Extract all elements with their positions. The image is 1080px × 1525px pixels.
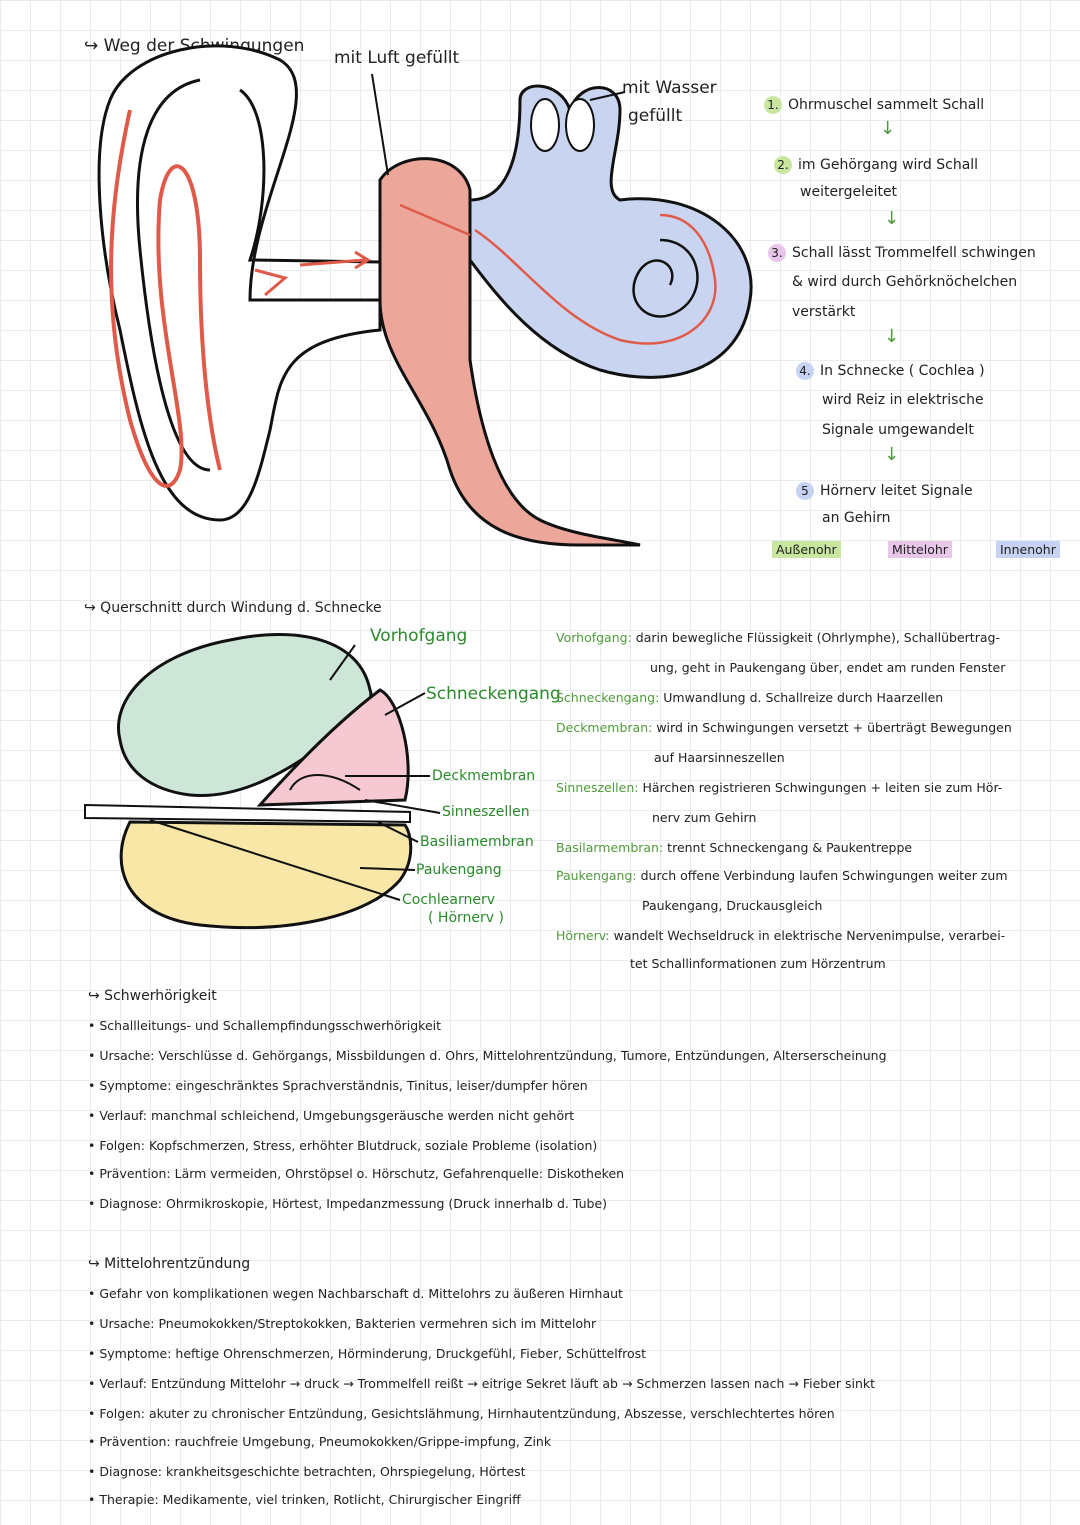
step-5-line-2: an Gehirn [822,510,891,526]
hearing-loss-item: • Schallleitungs- und Schallempfindungss… [88,1018,442,1033]
definition-basilarmembran: Basilarmembran: trennt Schneckengang & P… [556,840,913,855]
otitis-item: • Prävention: rauchfreie Umgebung, Pneum… [88,1434,552,1449]
step-2-line-2: weitergeleitet [800,184,898,200]
legend-middle-ear: Mittelohr [888,541,952,558]
step-4-line-3: Signale umgewandelt [822,422,974,438]
otitis-item: • Verlauf: Entzündung Mittelohr → druck … [88,1376,876,1391]
section-title-otitis: ↪ Mittelohrentzündung [88,1256,251,1272]
sound-arrow-canal [299,258,366,267]
step-4: 4.In Schnecke ( Cochlea ) [796,362,985,380]
otitis-item: • Folgen: akuter zu chronischer Entzündu… [88,1406,835,1421]
otitis-item: • Therapie: Medikamente, viel trinken, R… [88,1492,521,1507]
hearing-loss-item: • Verlauf: manchmal schleichend, Umgebun… [88,1108,575,1123]
label-air-filled: mit Luft gefüllt [334,48,460,68]
step-3-line-3: verstärkt [792,304,856,320]
definition-schneckengang: Schneckengang: Umwandlung d. Schallreize… [556,690,944,705]
label-vorhofgang: Vorhofgang [370,626,468,646]
diagram-title-cross-section: ↪ Querschnitt durch Windung d. Schnecke [84,600,382,616]
scala-tympani [119,820,413,930]
definition-paukengang-line-2: Paukengang, Druckausgleich [642,898,823,913]
outer-ear-highlight [109,109,222,488]
step-4-line-2: wird Reiz in elektrische [822,392,984,408]
otitis-item: • Ursache: Pneumokokken/Streptokokken, B… [88,1316,597,1331]
ear-diagram [97,44,753,547]
definition-sinneszellen-line-2: nerv zum Gehirn [652,810,757,825]
definition-vorhofgang: Vorhofgang: darin bewegliche Flüssigkeit… [556,630,1000,645]
legend-inner-ear: Innenohr [996,541,1060,558]
inner-ear-shape [468,84,753,379]
otitis-item: • Gefahr von komplikationen wegen Nachba… [88,1286,623,1301]
label-schneckengang: Schneckengang [426,684,561,704]
label-paukengang: Paukengang [416,862,502,878]
label-hoernerv: ( Hörnerv ) [428,910,504,926]
cochlea-cross-section [84,633,441,930]
step-2: 2.im Gehörgang wird Schall [774,156,978,174]
step-3-line-2: & wird durch Gehörknöchelchen [792,274,1018,290]
label-sinneszellen: Sinneszellen [442,804,530,820]
step-3: 3.Schall lässt Trommelfell schwingen [768,244,1036,262]
label-deckmembran: Deckmembran [432,768,536,784]
definition-deckmembran-line-2: auf Haarsinneszellen [654,750,785,765]
definition-deckmembran: Deckmembran: wird in Schwingungen verset… [556,720,1012,735]
hearing-loss-item: • Folgen: Kopfschmerzen, Stress, erhöhte… [88,1138,598,1153]
sound-arrow-cochlea [474,213,717,345]
otitis-item: • Symptome: heftige Ohrenschmerzen, Hörm… [88,1346,647,1361]
section-title-hearing-loss: ↪ Schwerhörigkeit [88,988,217,1004]
definition-paukengang: Paukengang: durch offene Verbindung lauf… [556,868,1008,883]
step-arrow-icon: ↓ [884,444,900,465]
step-arrow-icon: ↓ [880,118,896,139]
step-arrow-icon: ↓ [884,326,900,347]
hearing-loss-item: • Prävention: Lärm vermeiden, Ohrstöpsel… [88,1166,625,1181]
definition-hoernerv: Hörnerv: wandelt Wechseldruck in elektri… [556,928,1006,943]
hearing-loss-item: • Symptome: eingeschränktes Sprachverstä… [88,1078,588,1093]
label-cochlearnerv: Cochlearnerv [402,892,496,908]
definition-sinneszellen: Sinneszellen: Härchen registrieren Schwi… [556,780,1003,795]
middle-ear-shape [378,157,641,547]
hearing-loss-item: • Ursache: Verschlüsse d. Gehörgangs, Mi… [88,1048,887,1063]
basilar-membrane [84,803,411,824]
hearing-loss-item: • Diagnose: Ohrmikroskopie, Hörtest, Imp… [88,1196,608,1211]
step-1: 1.Ohrmuschel sammelt Schall [764,96,984,114]
definition-vorhofgang-line-2: ung, geht in Paukengang über, endet am r… [650,660,1006,675]
label-basilarmembran: Basiliamembran [420,834,534,850]
label-water-filled-1: mit Wasser [622,78,717,98]
legend-outer-ear: Außenohr [772,541,841,558]
definition-hoernerv-line-2: tet Schallinformationen zum Hörzentrum [630,956,886,971]
otitis-item: • Diagnose: krankheitsgeschichte betrach… [88,1464,526,1479]
label-water-filled-2: gefüllt [628,106,683,126]
outer-ear-shape [97,44,382,522]
step-arrow-icon: ↓ [884,208,900,229]
